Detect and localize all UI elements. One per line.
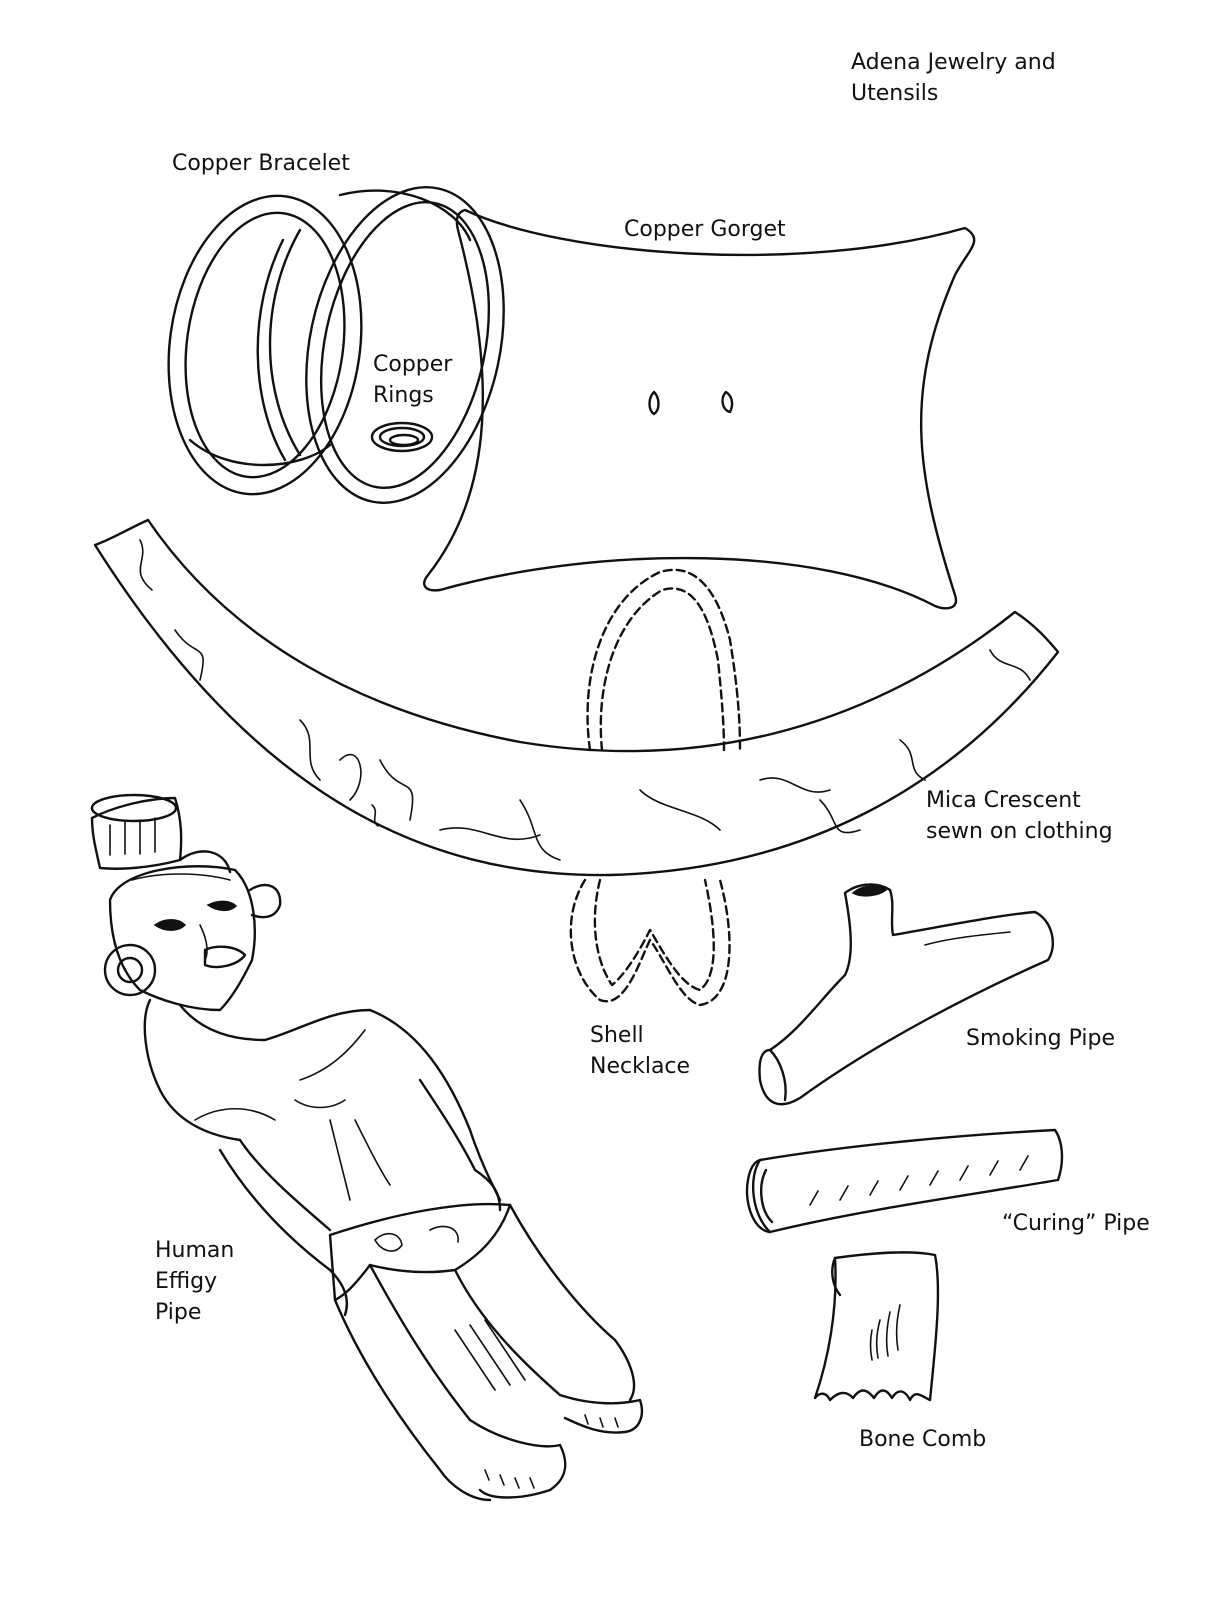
shell-necklace-drawing	[569, 568, 742, 1007]
copper-rings-label-line1: Copper	[373, 352, 453, 377]
bone-comb-drawing	[813, 1251, 940, 1402]
curing-pipe-drawing	[745, 1128, 1064, 1234]
human-effigy-pipe-label-line2: Effigy	[155, 1269, 218, 1294]
human-effigy-pipe-label: Human Effigy Pipe	[155, 1235, 234, 1328]
copper-bracelet-label: Copper Bracelet	[172, 151, 350, 176]
human-effigy-pipe-label-line3: Pipe	[155, 1300, 202, 1325]
mica-crescent-label-line2: sewn on clothing	[926, 819, 1113, 844]
smoking-pipe-label: Smoking Pipe	[966, 1026, 1116, 1051]
shell-necklace-label-line2: Necklace	[590, 1054, 691, 1079]
copper-rings-label: Copper Rings	[373, 349, 452, 411]
mica-crescent-label-line1: Mica Crescent	[926, 788, 1081, 813]
mica-crescent-drawing	[93, 518, 1060, 877]
shell-necklace-label-line1: Shell	[590, 1023, 644, 1048]
mica-crescent-label: Mica Crescent sewn on clothing	[926, 785, 1113, 847]
shell-necklace-label: Shell Necklace	[590, 1020, 690, 1082]
copper-gorget-drawing	[423, 208, 976, 610]
page-title-line1: Adena Jewelry and	[851, 50, 1056, 75]
bone-comb-label: Bone Comb	[859, 1427, 987, 1452]
human-effigy-pipe-drawing	[90, 793, 644, 1502]
smoking-pipe-drawing	[758, 883, 1054, 1106]
page-title: Adena Jewelry and Utensils	[851, 47, 1056, 109]
copper-bracelet-drawing	[167, 186, 505, 504]
curing-pipe-label: “Curing” Pipe	[1002, 1211, 1150, 1236]
copper-gorget-label: Copper Gorget	[624, 217, 786, 242]
copper-rings-label-line2: Rings	[373, 383, 434, 408]
copper-rings-drawing	[370, 421, 434, 453]
human-effigy-pipe-label-line1: Human	[155, 1238, 235, 1263]
page-title-line2: Utensils	[851, 81, 939, 106]
